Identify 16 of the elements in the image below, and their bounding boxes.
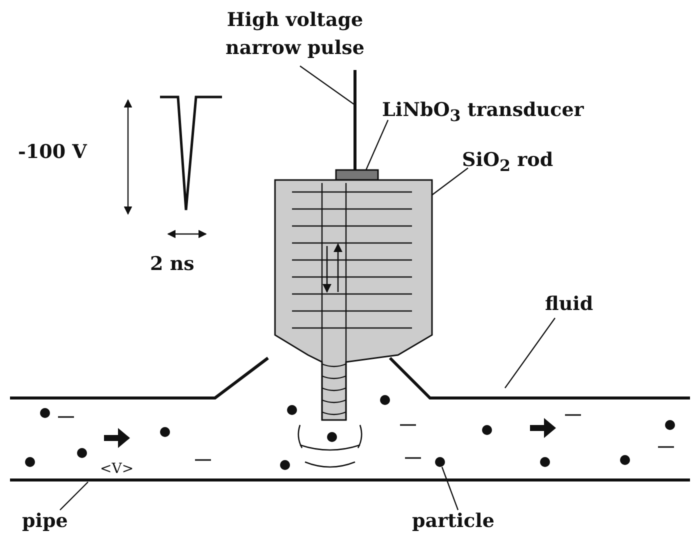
callout-label: particle [412,507,494,535]
leader-line [441,466,459,510]
callout-label: pipe [22,507,68,535]
leader-line [504,318,556,388]
leader-line [365,120,389,170]
velocity-label: <V> [100,460,134,479]
callout-label: SiO$_{2}$ rod [462,146,554,180]
callout-label: LiNbO$_{3}$ transducer [382,96,584,130]
dimension-label: -100 V [18,140,87,165]
callout-label: fluid [545,290,594,318]
leader-line [60,482,88,510]
callout-label: High voltage narrow pulse [215,6,375,62]
leader-line [432,168,468,196]
rod-drawing [274,179,433,421]
dimension-label: 2 ns [150,252,194,277]
leader-line [300,66,356,106]
